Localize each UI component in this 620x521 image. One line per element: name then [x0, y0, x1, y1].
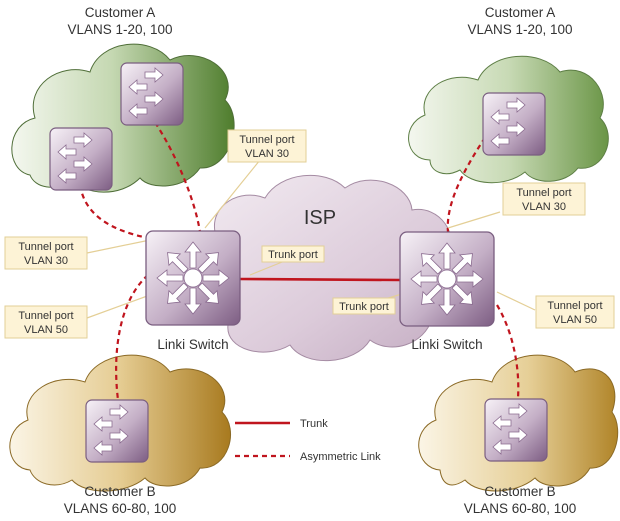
svg-text:VLAN 30: VLAN 30 [24, 255, 68, 267]
customer-b-left-vlans: VLANS 60-80, 100 [64, 501, 177, 516]
svg-text:VLAN 50: VLAN 50 [553, 314, 597, 326]
linki-switch-right-label: Linki Switch [411, 337, 482, 352]
asym-link-bl [115, 274, 149, 401]
linki-switch-right [400, 232, 494, 326]
customer-a-right-vlans: VLANS 1-20, 100 [467, 22, 572, 37]
asym-link-br [496, 304, 520, 399]
customer-b-left-switch [86, 400, 148, 462]
linki-switch-left-label: Linki Switch [157, 337, 228, 352]
callout-trunk-port-left: Trunk port [261, 245, 325, 263]
svg-text:Tunnel port: Tunnel port [18, 310, 73, 322]
customer-a-left-switch-lower [50, 128, 112, 190]
svg-text:Tunnel port: Tunnel port [18, 241, 73, 253]
svg-text:Tunnel port: Tunnel port [547, 300, 602, 312]
customer-a-left-switch-upper [121, 63, 183, 125]
legend-trunk-label: Trunk [300, 418, 328, 430]
customer-a-right-switch [483, 93, 545, 155]
svg-text:VLAN 30: VLAN 30 [522, 201, 566, 213]
customer-a-right-name: Customer A [485, 5, 556, 20]
svg-text:Trunk port: Trunk port [268, 249, 318, 261]
customer-b-left-name: Customer B [84, 484, 155, 499]
customer-b-right-vlans: VLANS 60-80, 100 [464, 501, 577, 516]
svg-text:VLAN 30: VLAN 30 [245, 148, 289, 160]
linki-switch-left [146, 231, 240, 325]
legend: Trunk Asymmetric Link [235, 418, 381, 463]
asym-link-tl-lower [78, 184, 149, 240]
callout-trunk-port-right: Trunk port [332, 297, 396, 315]
legend-asym-label: Asymmetric Link [300, 451, 381, 463]
customer-a-left-vlans: VLANS 1-20, 100 [67, 22, 172, 37]
callout-tunnel-vlan30-top: Tunnel port VLAN 30 [227, 129, 307, 163]
svg-text:Tunnel port: Tunnel port [516, 187, 571, 199]
trunk-link [238, 277, 401, 282]
callout-tunnel-vlan30-left: Tunnel port VLAN 30 [4, 236, 88, 270]
callout-tunnel-vlan50-left: Tunnel port VLAN 50 [4, 305, 88, 339]
customer-b-right-switch [485, 399, 547, 461]
customer-a-left-name: Customer A [85, 5, 156, 20]
customer-b-right-name: Customer B [484, 484, 555, 499]
callout-tunnel-vlan30-right: Tunnel port VLAN 30 [502, 182, 586, 216]
callout-tunnel-vlan50-right: Tunnel port VLAN 50 [535, 295, 615, 329]
svg-text:Tunnel port: Tunnel port [239, 134, 294, 146]
isp-label: ISP [304, 207, 336, 229]
svg-text:VLAN 50: VLAN 50 [24, 324, 68, 336]
svg-text:Trunk port: Trunk port [339, 301, 389, 313]
